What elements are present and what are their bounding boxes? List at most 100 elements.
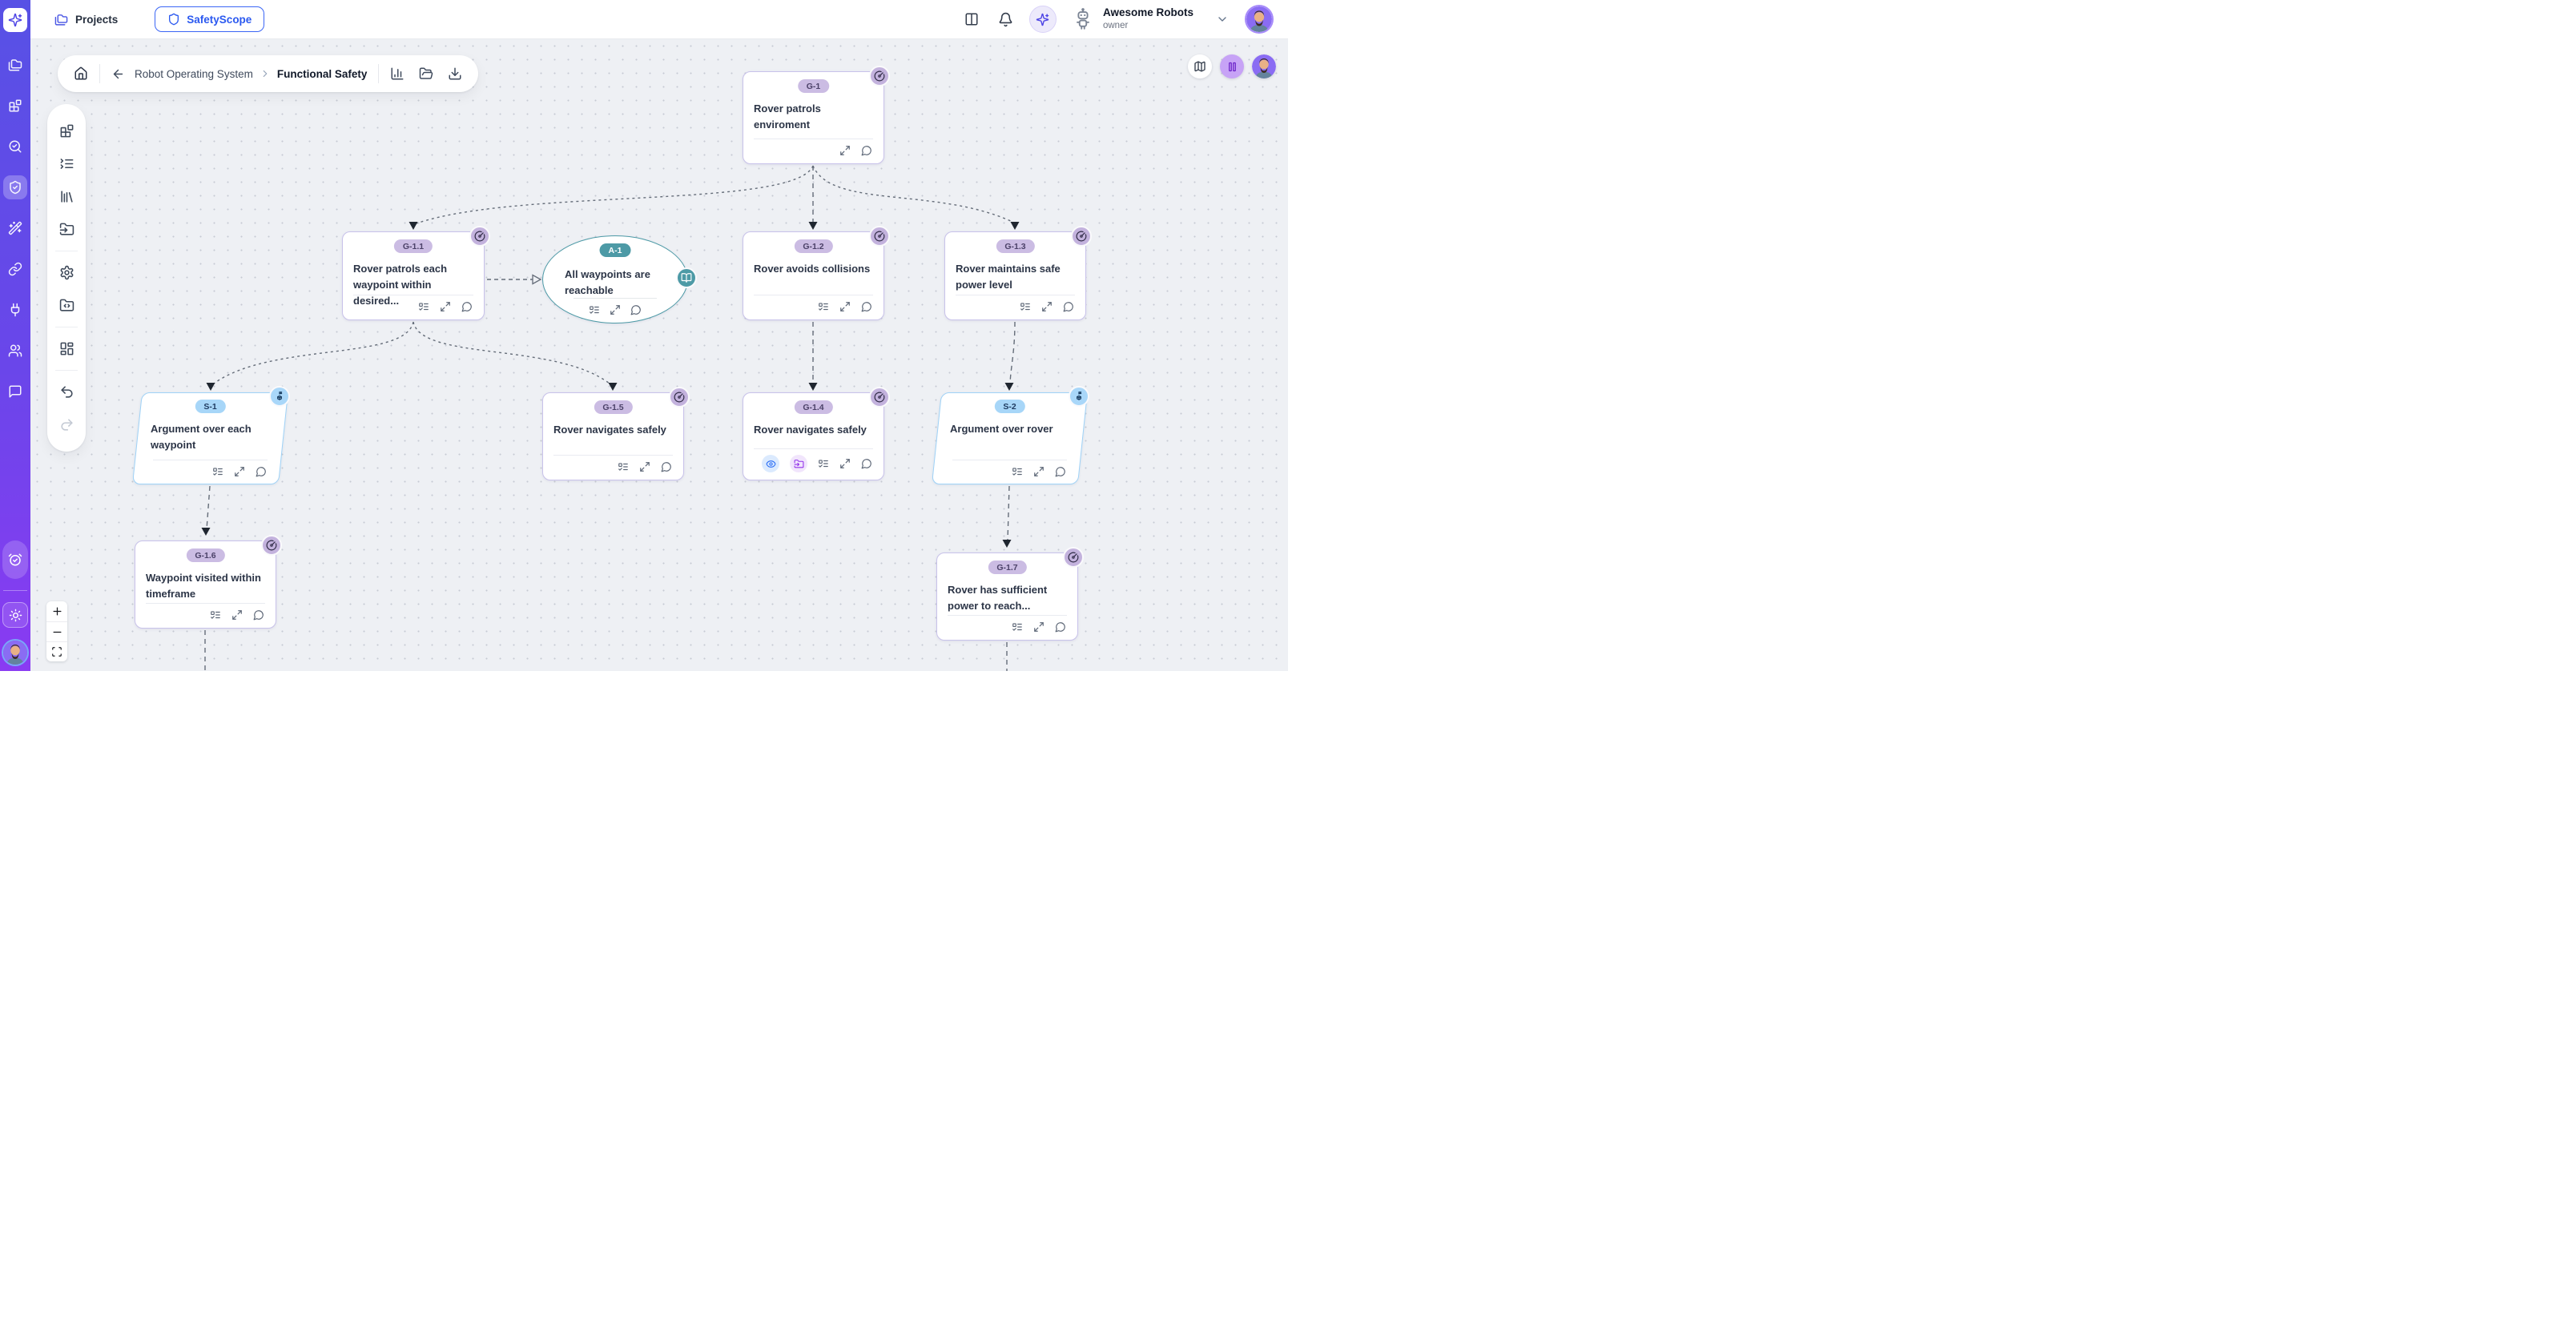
theme-toggle-button[interactable] <box>2 602 28 628</box>
search-check-icon <box>8 139 22 154</box>
pause-button[interactable] <box>1220 54 1244 78</box>
rail-item-folders[interactable] <box>3 53 27 77</box>
eye-icon[interactable] <box>762 455 779 472</box>
maximize-icon[interactable] <box>440 301 451 312</box>
milestone-icon <box>269 386 290 407</box>
maximize-icon[interactable] <box>610 304 621 315</box>
header-right: Awesome Robots owner <box>964 6 1272 33</box>
list-todo-icon[interactable] <box>589 304 600 315</box>
palette-layout-dashboard-button[interactable] <box>52 335 81 364</box>
rail-item-message-square[interactable] <box>3 380 27 404</box>
diagram-canvas[interactable]: Robot Operating System Functional Safety… <box>30 39 1288 671</box>
message-circle-icon[interactable] <box>861 301 872 312</box>
list-todo-icon[interactable] <box>210 609 221 621</box>
folder-open-button[interactable] <box>419 66 433 81</box>
rail-item-shield-check[interactable] <box>3 175 27 199</box>
notifications-bell-button[interactable] <box>998 12 1013 27</box>
palette-blocks-button[interactable] <box>52 117 81 146</box>
list-todo-icon[interactable] <box>818 458 829 469</box>
maximize-icon[interactable] <box>639 461 650 472</box>
projects-nav[interactable]: Projects <box>54 13 118 26</box>
chevron-down-icon[interactable] <box>1216 13 1229 26</box>
node-title: Rover has sufficient power to reach... <box>948 584 1048 613</box>
rail-item-blocks[interactable] <box>3 94 27 118</box>
rail-user-avatar[interactable] <box>3 641 27 665</box>
list-todo-icon[interactable] <box>1012 621 1023 633</box>
message-circle-icon[interactable] <box>630 304 642 315</box>
message-circle-icon[interactable] <box>1055 621 1066 633</box>
safetyscope-label: SafetyScope <box>187 13 252 26</box>
rail-item-alarm-check[interactable] <box>2 540 28 579</box>
message-circle-icon[interactable] <box>861 458 872 469</box>
ai-assistant-button[interactable] <box>1028 6 1057 33</box>
message-circle-icon[interactable] <box>253 609 264 621</box>
list-todo-icon[interactable] <box>418 301 429 312</box>
palette-settings-button[interactable] <box>52 259 81 287</box>
message-circle-icon[interactable] <box>461 301 473 312</box>
panel-columns-button[interactable] <box>964 12 979 26</box>
presence-avatar[interactable] <box>1252 54 1276 78</box>
maximize-icon[interactable] <box>1033 621 1044 633</box>
palette-list-collapse-button[interactable] <box>52 150 81 179</box>
maximize-icon[interactable] <box>1041 301 1053 312</box>
palette-folder-input-button[interactable] <box>52 215 81 244</box>
message-circle-icon[interactable] <box>861 145 872 156</box>
maximize-icon[interactable] <box>839 458 851 469</box>
palette-undo-button[interactable] <box>52 378 81 407</box>
app-logo[interactable] <box>3 8 27 32</box>
maximize-icon[interactable] <box>1033 466 1044 477</box>
chart-column-button[interactable] <box>390 66 405 81</box>
rail-item-users[interactable] <box>3 339 27 363</box>
message-square-icon <box>8 384 22 399</box>
node-badge: S-1 <box>195 400 226 413</box>
list-todo-icon[interactable] <box>1012 466 1023 477</box>
message-circle-icon[interactable] <box>1063 301 1074 312</box>
rail-item-plug[interactable] <box>3 298 27 322</box>
message-circle-icon[interactable] <box>1055 466 1066 477</box>
palette-library-button[interactable] <box>52 183 81 211</box>
back-button[interactable] <box>111 67 125 81</box>
list-todo-icon[interactable] <box>818 301 829 312</box>
message-circle-icon[interactable] <box>661 461 672 472</box>
maximize-icon[interactable] <box>234 466 245 477</box>
rail-item-wand-sparkles[interactable] <box>3 216 27 240</box>
breadcrumb-root[interactable]: Robot Operating System <box>135 67 253 80</box>
download-button[interactable] <box>448 66 462 81</box>
message-circle-icon[interactable] <box>256 466 267 477</box>
zoom-scan-button[interactable] <box>46 641 67 661</box>
palette-redo-button[interactable] <box>52 411 81 440</box>
rail-item-link[interactable] <box>3 257 27 281</box>
list-todo-icon[interactable] <box>1020 301 1031 312</box>
maximize-icon[interactable] <box>839 301 851 312</box>
node-footer <box>553 455 673 480</box>
account-menu[interactable]: Awesome Robots owner <box>1103 6 1193 31</box>
zoom-plus-button[interactable] <box>46 601 67 621</box>
list-todo-icon[interactable] <box>212 466 223 477</box>
list-todo-icon[interactable] <box>618 461 629 472</box>
sparkles-icon <box>1036 13 1049 26</box>
folder-input-icon[interactable] <box>790 455 807 472</box>
user-avatar[interactable] <box>1246 6 1272 32</box>
list-collapse-icon <box>59 156 74 171</box>
zoom-minus-button[interactable] <box>46 621 67 641</box>
node-title: Rover navigates safely <box>754 424 867 436</box>
safetyscope-button[interactable]: SafetyScope <box>155 6 265 32</box>
home-button[interactable] <box>74 66 88 81</box>
maximize-icon[interactable] <box>231 609 243 621</box>
node-footer <box>153 460 268 484</box>
map-button[interactable] <box>1188 54 1212 78</box>
maximize-icon[interactable] <box>839 145 851 156</box>
rail-item-search-check[interactable] <box>3 135 27 159</box>
palette-folder-code-button[interactable] <box>52 291 81 320</box>
